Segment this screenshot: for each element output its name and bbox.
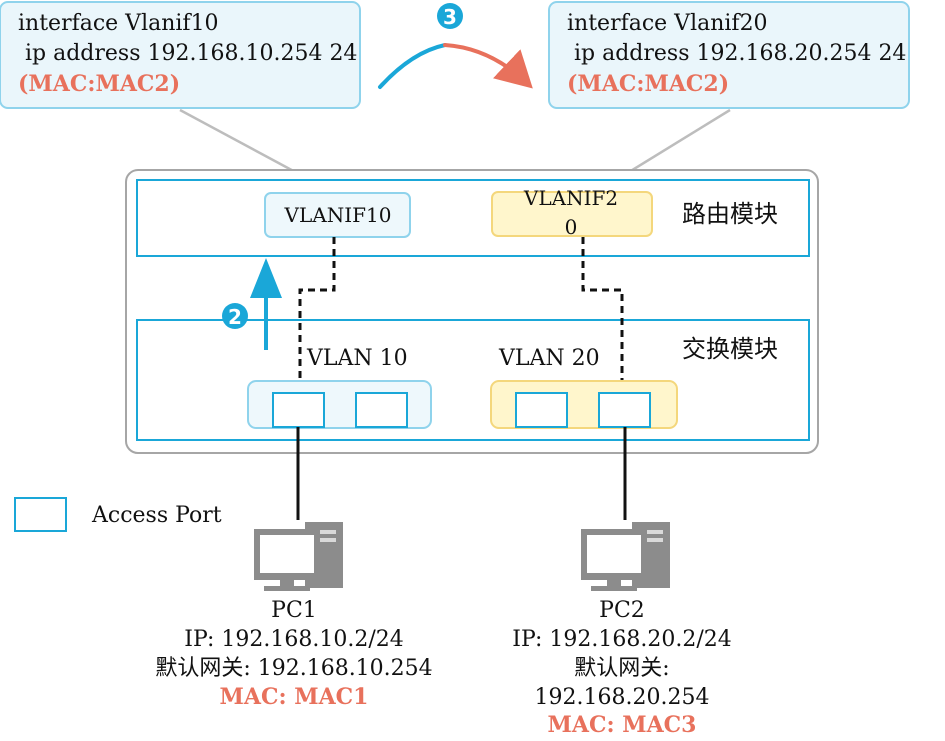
callout-left-line2: ip address 192.168.10.254 24 (18, 41, 357, 66)
callout-right-line1: interface Vlanif20 (567, 11, 768, 36)
switching-module-label: 交换模块 (682, 335, 778, 363)
step2-badge: 2 (222, 303, 248, 329)
step3-arc-blue (378, 43, 447, 89)
vlan10-label: VLAN 10 (306, 346, 408, 371)
pc2-ip: IP: 192.168.20.2/24 (512, 627, 731, 652)
vlanif20-label-line2: 0 (565, 215, 578, 239)
pc2-computer-icon (581, 522, 670, 591)
legend-access-port-swatch (14, 497, 67, 532)
pc2-mac: MAC: MAC3 (548, 712, 697, 738)
step3-number: 3 (443, 5, 457, 29)
access-port-vlan10-2 (355, 392, 408, 428)
vlan10-port-group (247, 380, 432, 429)
step3-arc-red (443, 43, 533, 89)
pc1-ip: IP: 192.168.10.2/24 (184, 627, 403, 652)
pc1-gateway: 默认网关: 192.168.10.254 (155, 656, 432, 681)
vlan20-label: VLAN 20 (498, 346, 600, 371)
pc1-info: PC1 IP: 192.168.10.2/24 默认网关: 192.168.10… (155, 598, 432, 710)
legend: Access Port (14, 497, 222, 532)
vlanif10-label: VLANIF10 (284, 203, 392, 227)
vlanif20-label-line1: VLANIF2 (523, 186, 618, 210)
legend-access-port-label: Access Port (91, 503, 222, 528)
callout-left: interface Vlanif10 ip address 192.168.10… (0, 1, 361, 109)
vlan10-internal-link (298, 237, 336, 380)
step3-badge: 3 (437, 3, 463, 29)
vlan20-internal-link (581, 237, 624, 380)
callout-left-line1: interface Vlanif10 (18, 11, 219, 36)
pc1-computer-icon (254, 522, 343, 591)
pc2-gateway-value: 192.168.20.254 (535, 685, 710, 710)
access-port-vlan20-2 (598, 392, 651, 428)
callout-right-mac: (MAC:MAC2) (567, 71, 729, 97)
vlanif20-box: VLANIF2 0 (491, 186, 653, 239)
access-port-vlan10-1 (272, 392, 325, 428)
pc2-name: PC2 (599, 598, 645, 623)
routing-module: 路由模块 (136, 179, 810, 257)
callout-right: interface Vlanif20 ip address 192.168.20… (548, 1, 910, 109)
routing-module-label: 路由模块 (682, 200, 778, 228)
switching-module: 交换模块 (136, 319, 810, 441)
pc2-info: PC2 IP: 192.168.20.2/24 默认网关: 192.168.20… (512, 598, 731, 738)
pc1-mac: MAC: MAC1 (220, 684, 369, 710)
vlanif10-box: VLANIF10 (264, 192, 411, 238)
vlan20-port-group (490, 380, 678, 429)
step2-number: 2 (228, 305, 242, 329)
pc1-name: PC1 (271, 598, 317, 623)
callout-right-line2: ip address 192.168.20.254 24 (567, 41, 906, 66)
pc2-gateway-label: 默认网关: (574, 656, 669, 681)
callout-left-mac: (MAC:MAC2) (18, 71, 180, 97)
access-port-vlan20-1 (515, 392, 568, 428)
